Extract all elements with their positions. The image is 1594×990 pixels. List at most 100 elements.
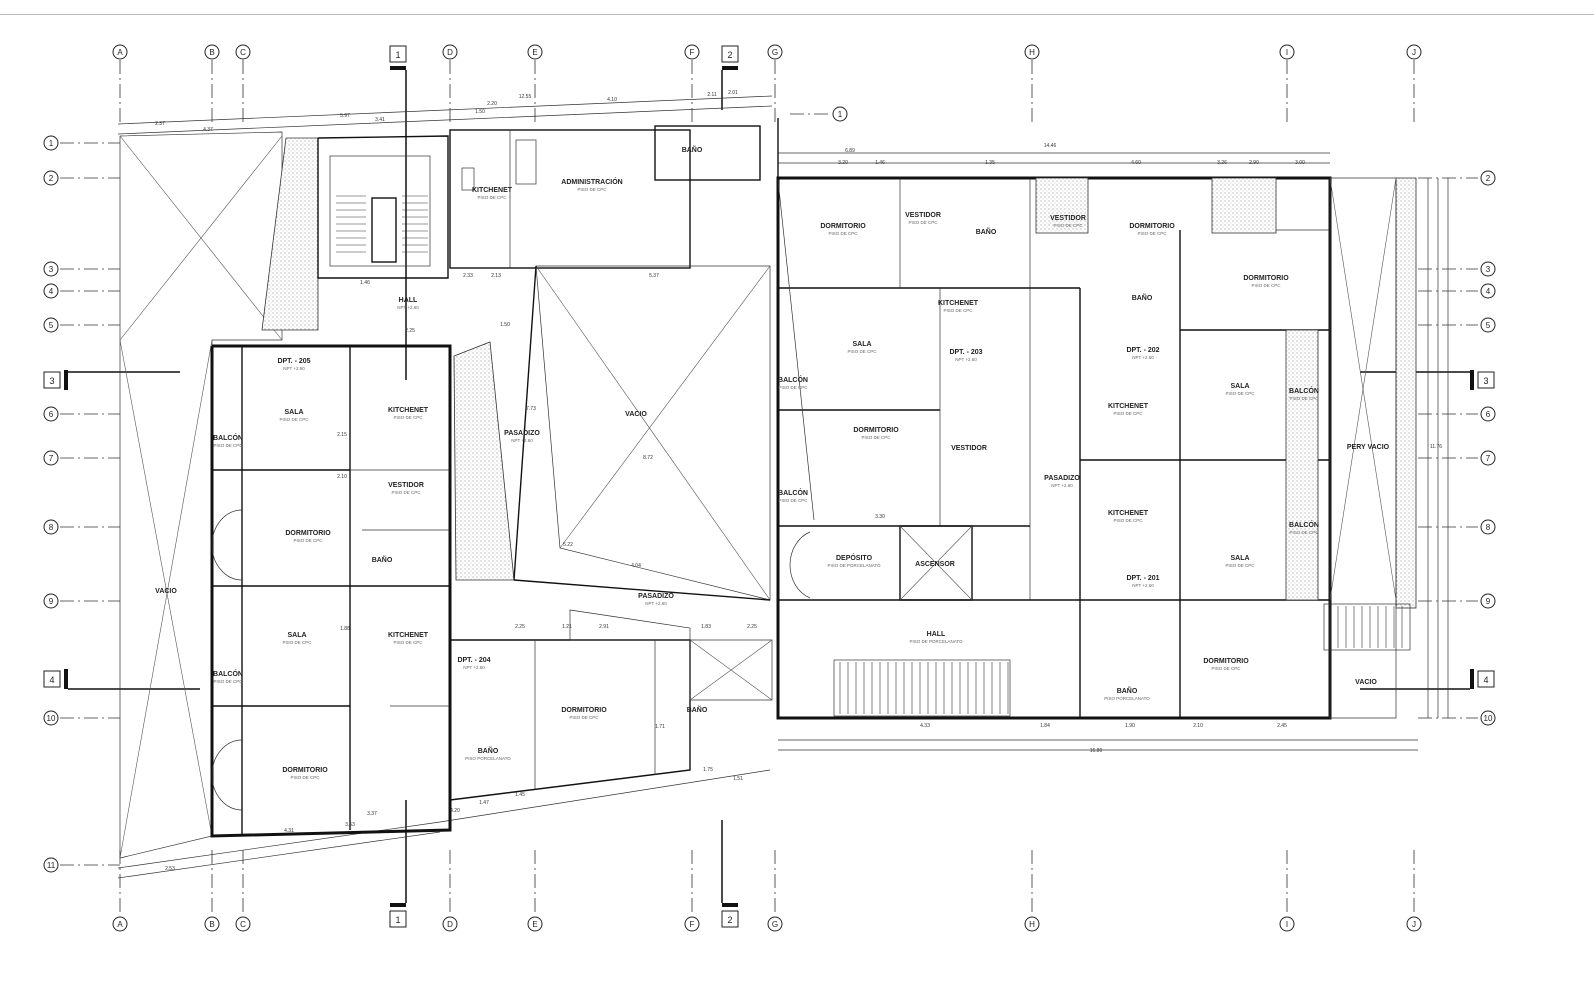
room-sub-dpt-203: NPT +2.60: [955, 357, 977, 362]
svg-text:I: I: [1286, 920, 1288, 929]
room-name-sala-203: SALA: [852, 341, 871, 348]
room-name-vestidor-203c: VESTIDOR: [951, 445, 987, 452]
room-name-bano-204: BAÑO: [478, 746, 499, 755]
dimension-51: 2.10: [337, 474, 347, 480]
section-mark-2-bottom: 2: [721, 820, 739, 928]
svg-text:9: 9: [1486, 597, 1491, 606]
grid-bubble-c-top: C: [235, 44, 251, 60]
room-name-dpt-202: DPT. - 202: [1126, 347, 1159, 354]
grid-bubble-row-4-right: 4: [1480, 283, 1496, 299]
dimension-12: 14.46: [1044, 143, 1057, 149]
room-sub-kitchenet-205: PISO DE CPC: [393, 415, 423, 420]
grid-bubble-f-top: F: [684, 44, 700, 60]
room-label-pery-vacio: PERY VACIO: [1347, 444, 1390, 451]
room-sub-kitchenet-203: PISO DE CPC: [943, 308, 973, 313]
dimension-45: 1.21: [562, 624, 572, 630]
grid-bubble-a-bottom: A: [112, 916, 128, 932]
room-sub-dormitorio-203: PISO DE CPC: [828, 231, 858, 236]
room-sub-dormitorio-205: PISO DE CPC: [293, 538, 323, 543]
room-name-kitchenet-202: KITCHENET: [1108, 403, 1149, 410]
room-name-sala-204: SALA: [287, 632, 306, 639]
grid-bubble-d-bottom: D: [442, 916, 458, 932]
room-sub-bano-201: PISO PORCELANATO: [1104, 696, 1150, 701]
grid-lines-vertical: [119, 60, 1415, 915]
dimension-46: 2.91: [599, 624, 609, 630]
dimension-47: 1.83: [701, 624, 711, 630]
grid-bubble-b-top: B: [204, 44, 220, 60]
room-name-vacio-left: VACIO: [155, 588, 177, 595]
room-sub-dormitorio-202b: PISO DE CPC: [1251, 283, 1281, 288]
dimension-chains: [117, 95, 1449, 879]
dimension-24: 1.50: [500, 322, 510, 328]
dimension-40: 7.73: [526, 406, 536, 412]
dimension-41: 8.72: [643, 455, 653, 461]
section-mark-3-left: 3: [43, 370, 180, 390]
dpt-204-block: [449, 609, 773, 801]
grid-bubble-row-2-right: 2: [1480, 170, 1496, 186]
dimension-28: 1.90: [1125, 723, 1135, 729]
room-sub-vestidor-202: PISO DE CPC: [1053, 223, 1083, 228]
room-sub-balcon-203c: PISO DE CPC: [778, 498, 808, 503]
room-name-vestidor-202: VESTIDOR: [1050, 215, 1086, 222]
svg-text:1: 1: [838, 110, 843, 119]
room-sub-vestidor-203: PISO DE CPC: [908, 220, 938, 225]
room-name-kitchenet-203: KITCHENET: [938, 300, 979, 307]
svg-text:3: 3: [49, 265, 54, 274]
dimension-16: 4.60: [1131, 160, 1141, 166]
section-mark-1-label: 1: [395, 50, 400, 60]
grid-bubble-h-top: H: [1024, 44, 1040, 60]
room-name-kitchenet-201: KITCHENET: [1108, 510, 1149, 517]
room-sub-dormitorio-201: PISO DE CPC: [1211, 666, 1241, 671]
dimension-17: 3.26: [1217, 160, 1227, 166]
section-mark-4r-label: 4: [1483, 675, 1488, 685]
room-name-bano-201: BAÑO: [1117, 686, 1138, 695]
room-name-bano-203: BAÑO: [976, 227, 997, 236]
room-name-administracion: ADMINISTRACIÓN: [561, 177, 622, 186]
dimension-39: 11.76: [1430, 444, 1442, 450]
room-name-pery-vacio: PERY VACIO: [1347, 444, 1390, 451]
room-name-balcon-201: BALCÓN: [1289, 520, 1319, 529]
room-sub-vestidor-205: PISO DE CPC: [391, 490, 421, 495]
grid-bubble-d-top: D: [442, 44, 458, 60]
dimension-0: 2.37: [155, 121, 165, 127]
svg-text:D: D: [447, 920, 453, 929]
room-sub-dpt-202: NPT +2.60: [1132, 355, 1154, 360]
room-sub-dormitorio-204: PISO DE CPC: [290, 775, 320, 780]
room-sub-balcon-204: PISO DE CPC: [213, 679, 243, 684]
svg-text:2: 2: [1486, 174, 1491, 183]
room-sub-pasadizo-right: NPT +2.60: [1051, 483, 1073, 488]
grid-bubble-row-2-left: 2: [43, 170, 59, 186]
room-name-dormitorio-205: DORMITORIO: [285, 530, 331, 537]
grid-bubble-row-7-left: 7: [43, 450, 59, 466]
room-name-dormitorio-202: DORMITORIO: [1129, 223, 1175, 230]
svg-text:5: 5: [49, 321, 54, 330]
dimension-32: 2.53: [165, 866, 175, 872]
svg-text:8: 8: [49, 523, 54, 532]
room-name-balcon-203: BALCÓN: [778, 375, 808, 384]
dimension-48: 2.25: [747, 624, 757, 630]
central-void: [513, 265, 771, 601]
room-name-dormitorio-204: DORMITORIO: [282, 767, 328, 774]
room-sub-hall-right: PISO DE PORCELANATO: [909, 639, 963, 644]
pasadizo-left-hatch: [453, 341, 515, 581]
room-label-bano-adm: BAÑO: [682, 145, 703, 154]
svg-text:F: F: [690, 920, 695, 929]
section-mark-4-right: 4: [1360, 669, 1495, 690]
dimension-22: 1.46: [360, 280, 370, 286]
svg-text:D: D: [447, 48, 453, 57]
dimension-54: 1.71: [655, 724, 665, 730]
grid-bubble-row-6-right: 6: [1480, 406, 1496, 422]
room-name-dormitorio-203c: DORMITORIO: [853, 427, 899, 434]
dimension-35: 3.37: [367, 811, 377, 817]
